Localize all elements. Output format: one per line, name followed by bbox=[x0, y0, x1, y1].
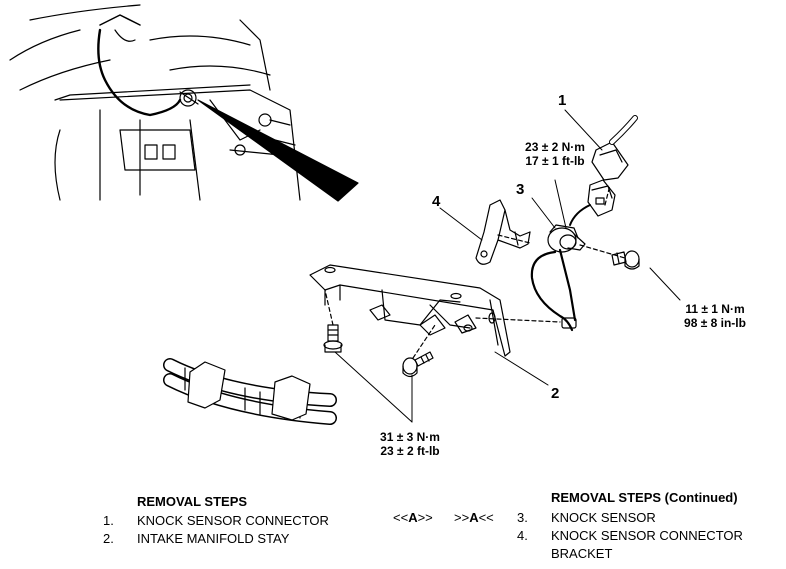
torque-nm: 11 ± 1 N·m bbox=[685, 302, 745, 316]
torque-label-stay-bolts: 31 ± 3 N·m 23 ± 2 ft-lb bbox=[360, 430, 460, 458]
removal-step: 2. INTAKE MANIFOLD STAY bbox=[103, 531, 289, 546]
torque-imperial: 98 ± 8 in-lb bbox=[684, 316, 746, 330]
wiring-harness bbox=[163, 358, 337, 425]
removal-step: 1. KNOCK SENSOR CONNECTOR bbox=[103, 513, 329, 528]
removal-step: 3. KNOCK SENSOR bbox=[517, 510, 656, 525]
removal-steps-continued-title: REMOVAL STEPS (Continued) bbox=[551, 490, 738, 505]
callout-2: 2 bbox=[551, 385, 560, 402]
callout-3: 3 bbox=[516, 181, 525, 198]
callout-4: 4 bbox=[432, 193, 441, 210]
bolt-lower-mid bbox=[402, 351, 434, 378]
torque-imperial: 23 ± 2 ft-lb bbox=[380, 444, 440, 458]
bolt-sensor bbox=[611, 250, 640, 270]
view-pointer bbox=[197, 99, 359, 202]
torque-nm: 31 ± 3 N·m bbox=[380, 430, 440, 444]
reference-marker-right: >>A<< bbox=[454, 510, 494, 525]
sensor-connector-plug bbox=[587, 179, 616, 217]
removal-step-continuation: BRACKET bbox=[551, 546, 613, 561]
torque-label-sensor-bolt: 11 ± 1 N·m 98 ± 8 in-lb bbox=[665, 302, 765, 330]
step-number: 1. bbox=[103, 513, 114, 528]
step-text: KNOCK SENSOR bbox=[551, 510, 656, 525]
step-text: INTAKE MANIFOLD STAY bbox=[137, 531, 290, 546]
torque-label-connector: 23 ± 2 N·m 17 ± 1 ft-lb bbox=[505, 140, 605, 168]
connector-bracket bbox=[475, 199, 531, 265]
engine-overview bbox=[9, 4, 301, 201]
step-number: 3. bbox=[517, 510, 528, 525]
bolt-lower-left bbox=[323, 324, 343, 353]
callout-1: 1 bbox=[558, 92, 567, 109]
torque-nm: 23 ± 2 N·m bbox=[525, 140, 585, 154]
step-text: KNOCK SENSOR CONNECTOR bbox=[137, 513, 329, 528]
alignment-guides bbox=[324, 184, 626, 359]
removal-step: 4. KNOCK SENSOR CONNECTOR bbox=[517, 528, 743, 543]
leader-lines bbox=[334, 109, 681, 423]
step-text: KNOCK SENSOR CONNECTOR bbox=[551, 528, 743, 543]
torque-imperial: 17 ± 1 ft-lb bbox=[525, 154, 585, 168]
step-number: 4. bbox=[517, 528, 528, 543]
intake-manifold-stay bbox=[309, 264, 511, 357]
knock-sensor bbox=[530, 204, 591, 332]
removal-steps-title: REMOVAL STEPS bbox=[137, 494, 248, 509]
step-number: 2. bbox=[103, 531, 114, 546]
reference-marker-left: <<A>> bbox=[393, 510, 433, 525]
harness-connector bbox=[591, 115, 638, 181]
